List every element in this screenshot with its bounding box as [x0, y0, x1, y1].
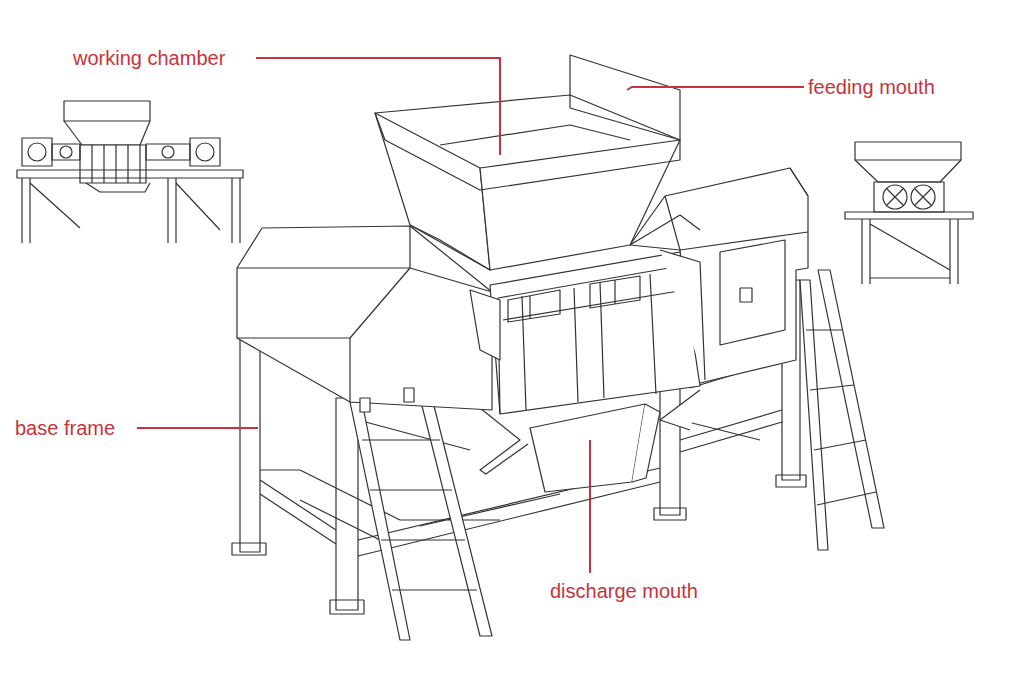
part-label: base frame — [15, 416, 115, 440]
front-view-inset — [17, 101, 243, 243]
chamber-panel — [470, 250, 705, 414]
leader-lines — [137, 58, 804, 573]
left-housing — [237, 226, 492, 412]
side-view-inset — [845, 142, 973, 284]
part-label: working chamber — [73, 46, 225, 70]
part-label: discharge mouth — [550, 579, 698, 603]
part-label: feeding mouth — [808, 75, 935, 99]
